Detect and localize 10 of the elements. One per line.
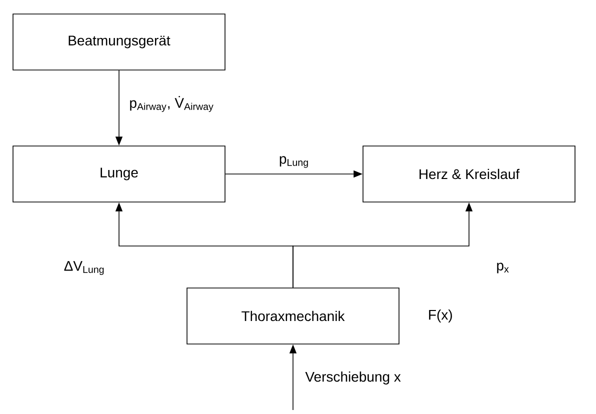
process-box: Lunge (12, 146, 226, 202)
process-box: Thoraxmechanik (186, 288, 400, 344)
edge-label: ΔV$_{Lung}$ (64, 261, 104, 275)
process-box: Herz & Kreislauf (362, 146, 576, 202)
edge-label: Verschiebung x (305, 371, 401, 384)
edge-label: p$_{x}$ (497, 262, 509, 274)
edge-label: p$_{Airway}$, V̇$_{Airway}$ (130, 96, 214, 112)
process-box: Beatmungsgerät (12, 14, 226, 70)
edge-label: p$_{Lung}$ (280, 156, 308, 168)
node-note: F(x) (429, 309, 452, 323)
